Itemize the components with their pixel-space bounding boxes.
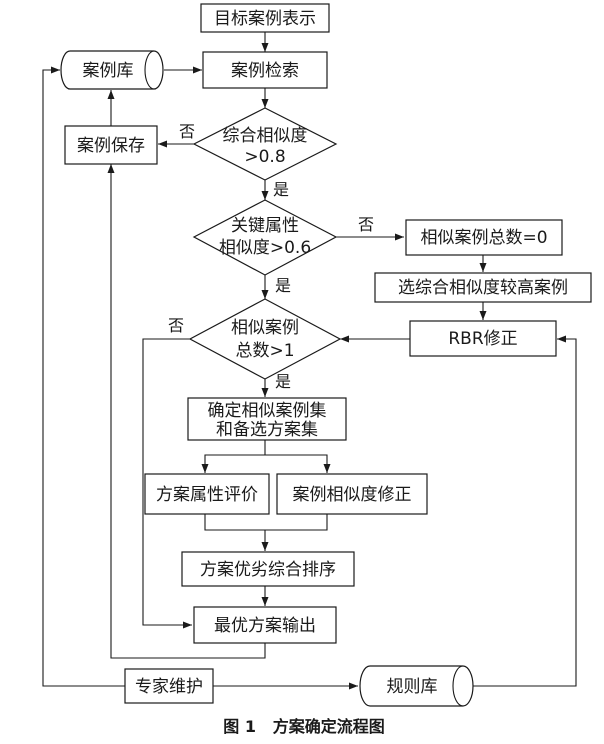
node-target-case-label: 目标案例表示 [214, 9, 316, 29]
node-rbr-correction-label: RBR修正 [448, 329, 517, 349]
edge-decision3-no-to-output [142, 338, 192, 629]
edge-label-no-3: 否 [168, 316, 184, 335]
edge-label-no-2: 否 [358, 215, 374, 234]
edge-output-to-save [107, 164, 266, 659]
node-best-plan-output: 最优方案输出 [193, 606, 337, 644]
node-similar-zero: 相似案例总数=0 [405, 219, 563, 256]
node-select-higher-label: 选综合相似度较高案例 [398, 278, 568, 298]
node-confirm-sets: 确定相似案例集 和备选方案集 [187, 397, 347, 441]
node-target-case: 目标案例表示 [200, 3, 330, 33]
node-case-save: 案例保存 [64, 125, 158, 165]
node-similar-zero-label: 相似案例总数=0 [420, 228, 547, 248]
decision-similar-total: 相似案例 总数>1 [188, 298, 342, 380]
node-case-save-label: 案例保存 [77, 136, 145, 156]
decision-overall-similarity: 综合相似度 >0.8 [192, 107, 338, 181]
node-confirm-sets-line2: 和备选方案集 [216, 420, 318, 440]
edge-label-no-1: 否 [179, 122, 195, 141]
node-plan-attr-eval: 方案属性评价 [144, 473, 270, 515]
node-rule-library: 规则库 [359, 665, 474, 707]
node-case-library: 案例库 [60, 50, 164, 90]
node-select-higher: 选综合相似度较高案例 [374, 272, 592, 303]
node-rule-library-label: 规则库 [387, 677, 438, 697]
decision-overall-similarity-line1: 综合相似度 [223, 126, 308, 146]
figure-caption: 图 1 方案确定流程图 [223, 717, 384, 736]
node-best-plan-output-label: 最优方案输出 [214, 616, 316, 636]
decision-key-attribute-line2: 相似度>0.6 [219, 238, 311, 258]
node-plan-ranking: 方案优劣综合排序 [181, 551, 355, 587]
decision-similar-total-line1: 相似案例 [231, 318, 299, 338]
decision-key-attribute-line1: 关键属性 [231, 216, 299, 236]
node-case-retrieval: 案例检索 [202, 51, 328, 89]
node-rbr-correction: RBR修正 [409, 320, 557, 357]
node-plan-attr-eval-label: 方案属性评价 [156, 485, 258, 505]
edge-confirm-to-sim-correction [265, 454, 331, 473]
decision-overall-similarity-line2: >0.8 [244, 147, 285, 167]
edges [42, 32, 577, 690]
node-case-sim-correction-label: 案例相似度修正 [293, 485, 412, 505]
node-case-sim-correction: 案例相似度修正 [276, 473, 428, 515]
edge-expert-to-library [42, 66, 125, 687]
decision-key-attribute: 关键属性 相似度>0.6 [192, 199, 338, 276]
edge-confirm-to-attr-eval [201, 440, 266, 473]
edge-label-yes-2: 是 [275, 276, 291, 295]
edge-label-yes-1: 是 [273, 180, 289, 199]
node-plan-ranking-label: 方案优劣综合排序 [200, 560, 336, 580]
edge-label-yes-3: 是 [275, 372, 291, 391]
edge-labels: 否 是 否 是 否 是 [168, 122, 374, 391]
node-case-retrieval-label: 案例检索 [231, 61, 299, 81]
node-expert-maintenance-label: 专家维护 [135, 677, 203, 697]
edge-rule-library-to-rbr [473, 335, 577, 687]
node-confirm-sets-line1: 确定相似案例集 [208, 401, 327, 421]
node-expert-maintenance: 专家维护 [124, 668, 214, 704]
edge-eval-to-ranking [204, 514, 328, 531]
node-case-library-label: 案例库 [83, 61, 134, 81]
decision-similar-total-line2: 总数>1 [235, 341, 294, 361]
